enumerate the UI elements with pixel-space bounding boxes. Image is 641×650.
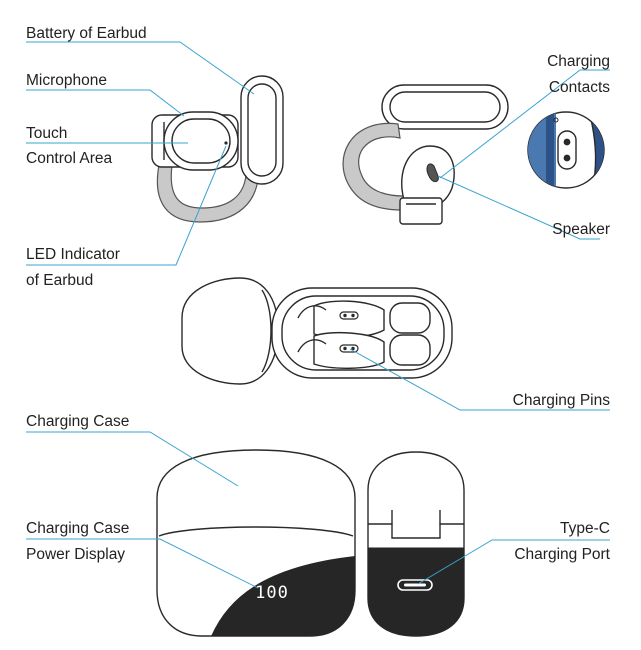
label-power-display-line2: Power Display <box>26 546 125 563</box>
closed-case-front-illustration: 100 <box>156 449 356 637</box>
labels: Battery of Earbud Microphone Touch Contr… <box>26 25 611 563</box>
label-led-indicator-line1: LED Indicator <box>26 246 120 263</box>
closed-case-side-illustration <box>367 451 465 637</box>
label-charging-contacts-line1: Charging <box>547 53 610 70</box>
led-dot <box>224 141 228 145</box>
battery-pod <box>240 75 284 185</box>
leader-lines <box>26 41 610 589</box>
earbud-front-illustration <box>151 75 284 223</box>
battery-pod-back <box>381 84 509 130</box>
label-battery-of-earbud: Battery of Earbud <box>26 25 147 42</box>
label-charging-contacts-line2: Contacts <box>549 79 610 96</box>
label-led-indicator-line2: of Earbud <box>26 272 93 289</box>
label-microphone: Microphone <box>26 72 107 89</box>
label-touch-control-line2: Control Area <box>26 150 113 167</box>
label-speaker: Speaker <box>552 221 610 238</box>
label-type-c-line2: Charging Port <box>514 546 610 563</box>
power-display-readout: 100 <box>255 583 289 603</box>
label-touch-control-line1: Touch <box>26 125 67 142</box>
label-charging-case: Charging Case <box>26 413 129 430</box>
touch-control-pad <box>163 111 239 171</box>
earbud-back-illustration <box>342 84 605 225</box>
label-power-display-line1: Charging Case <box>26 520 129 537</box>
open-case-illustration <box>181 277 453 385</box>
label-type-c-line1: Type-C <box>560 520 610 537</box>
charging-contacts-zoom <box>527 111 605 189</box>
label-charging-pins: Charging Pins <box>513 392 611 409</box>
